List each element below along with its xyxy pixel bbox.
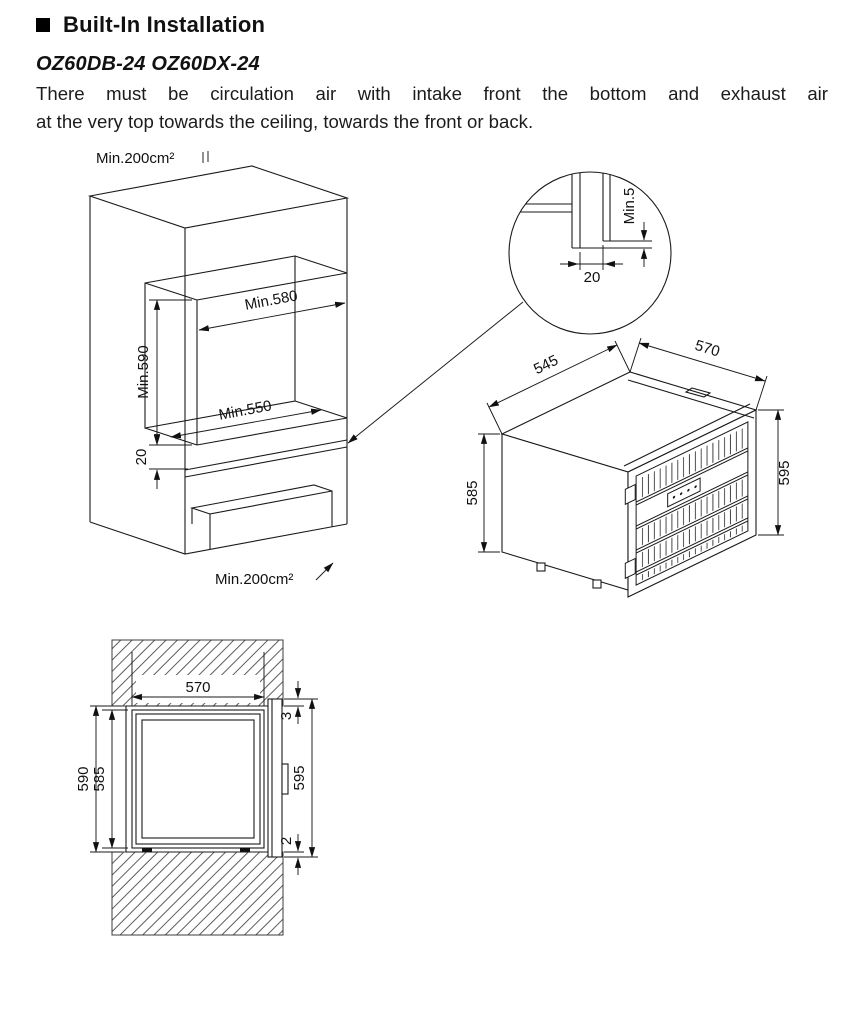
bottle-row-2 bbox=[637, 477, 747, 548]
section-header: Built-In Installation bbox=[36, 12, 265, 38]
front-foot-left bbox=[142, 848, 152, 852]
section-title: Built-In Installation bbox=[63, 12, 266, 37]
detail-leader-line bbox=[347, 301, 524, 444]
appliance-front-inner bbox=[135, 713, 261, 845]
left-ext-lines bbox=[90, 705, 128, 853]
detail-circle: Min.5 20 bbox=[347, 171, 672, 444]
cabinet-diagram: Min.200cm² Min.580 Min.550 Min.590 20 Mi… bbox=[87, 150, 350, 588]
detail-setback-ext-lines bbox=[578, 245, 605, 270]
cabinet-top-face bbox=[87, 165, 350, 229]
front-door-height-label: 595 bbox=[291, 765, 308, 790]
width-dim-line bbox=[638, 342, 766, 382]
appliance-door-details bbox=[624, 421, 749, 586]
door-hinge-top bbox=[624, 483, 636, 506]
appliance-front-glass bbox=[141, 719, 255, 839]
detail-setback-label: 20 bbox=[584, 269, 601, 286]
top-vent-label: Min.200cm² bbox=[96, 150, 174, 167]
detail-top-gap-ext-lines bbox=[580, 240, 652, 249]
bottom-clearance-label: 20 bbox=[133, 449, 150, 466]
front-bottom-overlap-label: 2 bbox=[278, 837, 295, 845]
niche-height-label: Min.590 bbox=[135, 345, 152, 398]
door-shelf-lines bbox=[636, 447, 748, 576]
front-foot-right bbox=[240, 848, 250, 852]
door-handle-profile bbox=[281, 763, 289, 795]
appliance-top-details bbox=[623, 379, 755, 467]
control-panel-display bbox=[667, 477, 701, 508]
front-niche-height-label: 590 bbox=[75, 766, 92, 791]
appliance-body-height-label: 585 bbox=[464, 480, 481, 505]
cabinet-dimensions bbox=[149, 151, 346, 581]
appliance-foot-left bbox=[536, 562, 546, 572]
front-section-diagram: 570 590 585 3 595 2 bbox=[75, 639, 318, 936]
depth-dim-line bbox=[488, 344, 618, 408]
depth-ext-lines bbox=[486, 340, 631, 435]
detail-section-lines bbox=[512, 172, 611, 249]
appliance-dimensions bbox=[478, 337, 784, 553]
cabinet-plinth-recess bbox=[189, 484, 333, 549]
cabinet-outline bbox=[89, 196, 348, 555]
model-numbers: OZ60DB-24 OZ60DX-24 bbox=[36, 53, 260, 75]
right-ext-lines bbox=[284, 698, 318, 858]
bottle-row-4 bbox=[637, 523, 747, 583]
niche-width-label: Min.580 bbox=[243, 287, 299, 313]
cabinet-bottom-air-slot bbox=[184, 439, 348, 478]
bottom-vent-label: Min.200cm² bbox=[215, 571, 293, 588]
front-section-dimensions bbox=[90, 652, 318, 875]
intro-paragraph: There must be circulation air with intak… bbox=[36, 80, 828, 136]
niche-depth-dim-line bbox=[170, 408, 322, 439]
detail-dimensions bbox=[560, 222, 652, 270]
detail-cabinet-front-edge bbox=[512, 172, 611, 249]
intro-line-2: at the very top towards the ceiling, tow… bbox=[36, 111, 534, 132]
bottle-row-1 bbox=[637, 426, 747, 500]
front-body-height-label: 585 bbox=[91, 766, 108, 791]
appliance-diagram: 545 570 585 595 bbox=[464, 337, 793, 598]
door-inner-frame bbox=[635, 421, 749, 586]
appliance-door-height-label: 595 bbox=[776, 460, 793, 485]
appliance-foot-right bbox=[592, 579, 602, 589]
body-height-ext-lines bbox=[478, 433, 500, 553]
display-dots bbox=[672, 485, 697, 499]
niche-width-dim-line bbox=[198, 301, 346, 332]
front-top-overlap-label: 3 bbox=[278, 712, 295, 720]
door-hinge-bottom bbox=[624, 557, 636, 580]
bottom-vent-arrow bbox=[315, 562, 334, 581]
door-profile bbox=[267, 698, 283, 858]
wall-hatch-bottom bbox=[111, 851, 284, 936]
section-bullet-icon bbox=[36, 18, 50, 32]
niche-outline bbox=[125, 705, 271, 853]
detail-top-clearance-label: Min.5 bbox=[621, 188, 638, 225]
appliance-front-outline bbox=[131, 709, 265, 849]
detail-circle-outline bbox=[508, 171, 672, 335]
bottle-row-3 bbox=[637, 501, 747, 570]
appliance-width-label: 570 bbox=[693, 337, 722, 361]
top-vent-tick-marks bbox=[202, 151, 209, 163]
front-width-label: 570 bbox=[185, 679, 210, 696]
intro-line-1: There must be circulation air with intak… bbox=[36, 83, 828, 104]
